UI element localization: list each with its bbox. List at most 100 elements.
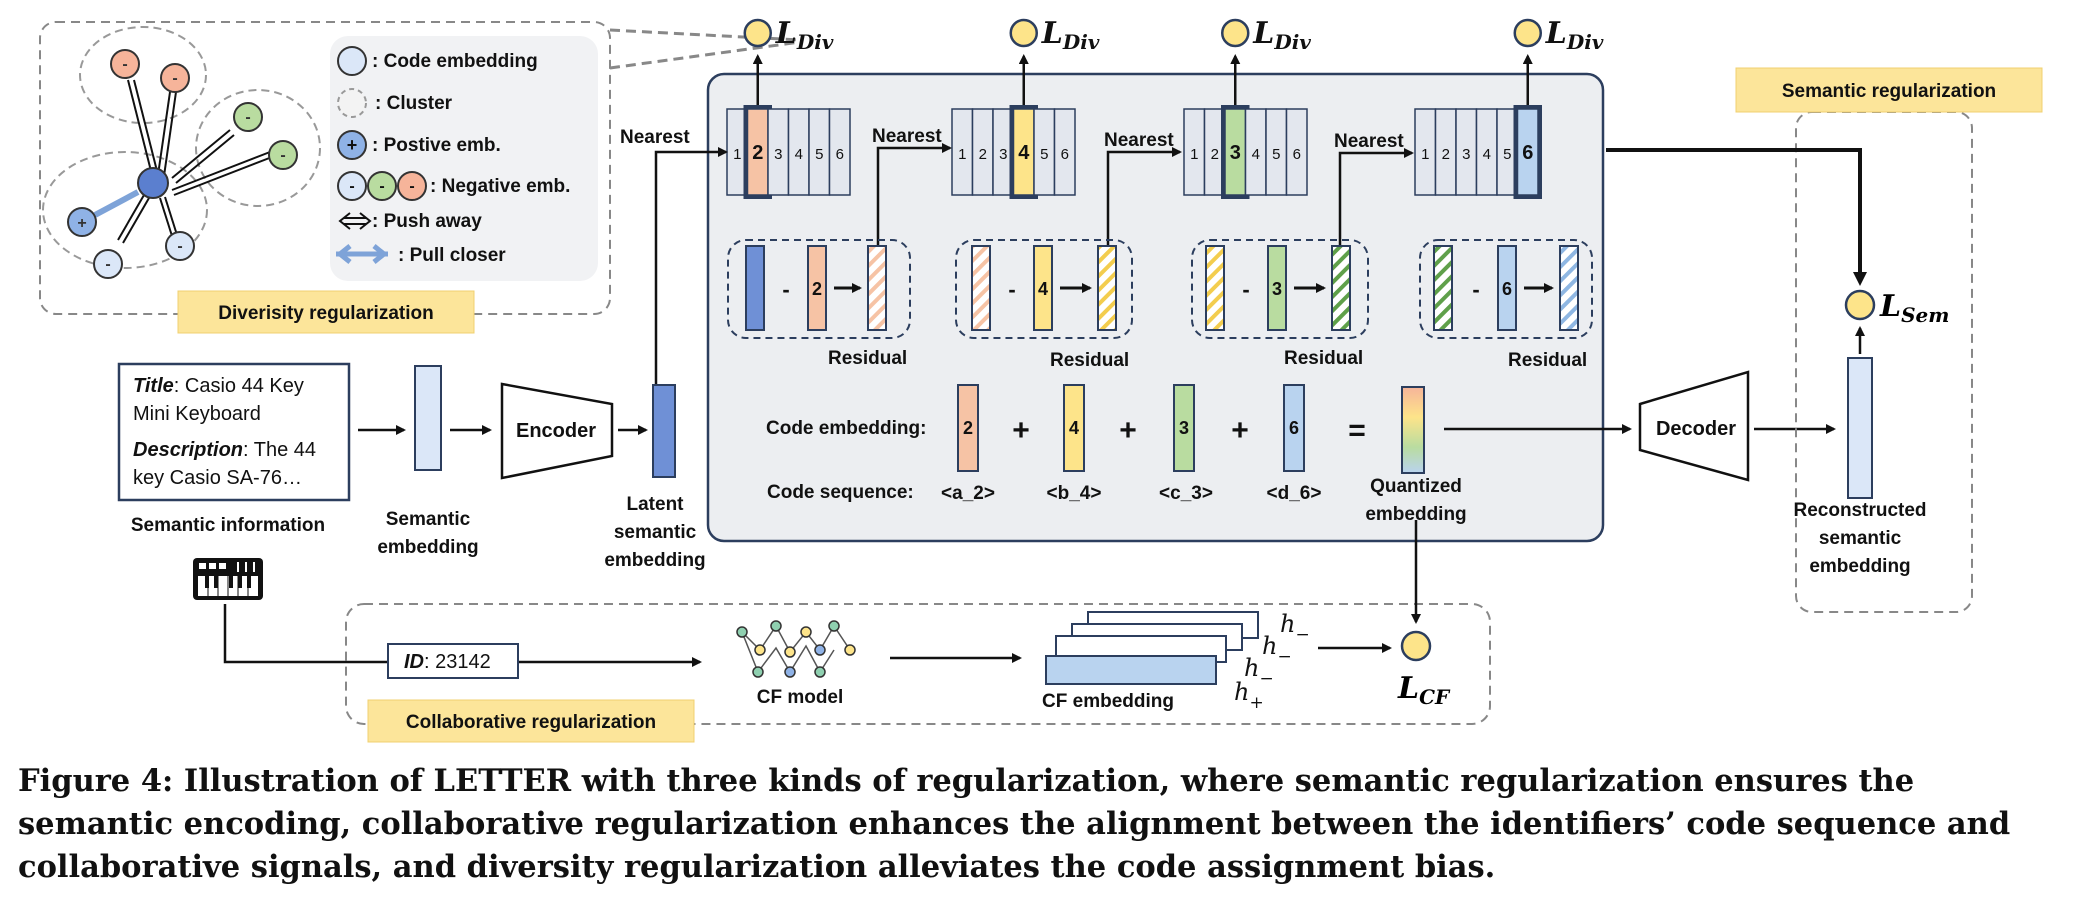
codebook-cell-label: 1 bbox=[1190, 146, 1198, 163]
codebook-cell-label: 4 bbox=[1252, 146, 1260, 163]
plus-2: + bbox=[1119, 414, 1137, 447]
decoder-label: Decoder bbox=[1656, 418, 1736, 440]
diversity-panel: -- -- -- + : Code embedding : Cluster + … bbox=[39, 21, 801, 334]
codebook-selected-outline bbox=[1513, 105, 1542, 199]
residual-code-2: 4 bbox=[1038, 279, 1048, 299]
svg-text:-: - bbox=[172, 70, 177, 87]
codebook-cell-label: 5 bbox=[1503, 146, 1511, 163]
legend-positive: : Postive emb. bbox=[372, 135, 501, 156]
h-neg-1: h− bbox=[1280, 610, 1310, 645]
codebook-cell-label: 3 bbox=[999, 146, 1007, 163]
code-emb-4: 6 bbox=[1289, 418, 1299, 438]
code-seq-2: <b_4> bbox=[1047, 483, 1102, 504]
codebook-cell-label: 1 bbox=[1421, 146, 1429, 163]
codebook-cell-label: 5 bbox=[1040, 146, 1048, 163]
item-description-2: key Casio SA-76… bbox=[133, 467, 302, 489]
semantic-embedding-label-2: embedding bbox=[377, 537, 478, 558]
svg-text:-: - bbox=[409, 178, 414, 195]
loss-div: LDiv bbox=[775, 16, 834, 54]
legend-code-embedding: : Code embedding bbox=[372, 51, 538, 72]
code-embedding-row-label: Code embedding: bbox=[766, 418, 926, 439]
svg-text:+: + bbox=[77, 215, 86, 232]
legend-negative: : Negative emb. bbox=[430, 176, 570, 197]
cf-embedding-label: CF embedding bbox=[1042, 691, 1174, 712]
svg-text:-: - bbox=[280, 147, 285, 164]
loss-div-node bbox=[1513, 18, 1542, 48]
codebook-cell-label: 6 bbox=[1061, 146, 1069, 163]
residual-label-3: Residual bbox=[1284, 348, 1363, 369]
keyboard-icon bbox=[193, 558, 263, 600]
minus-3: - bbox=[1242, 277, 1249, 302]
codebook-cell bbox=[1285, 108, 1308, 196]
codebook-cell bbox=[828, 108, 851, 196]
codebook-cell-label: 5 bbox=[1272, 146, 1280, 163]
loss-div: LDiv bbox=[1041, 16, 1100, 54]
collaborative-panel bbox=[345, 603, 1491, 725]
latent-label-1: Latent bbox=[627, 494, 685, 515]
nearest-label-1: Nearest bbox=[620, 127, 690, 148]
svg-text:-: - bbox=[105, 256, 110, 273]
encoder-shape bbox=[500, 382, 614, 480]
plus-1: + bbox=[1012, 414, 1030, 447]
code-embeddings bbox=[957, 384, 1425, 474]
residual-code-4: 6 bbox=[1502, 279, 1512, 299]
code-seq-4: <d_6> bbox=[1267, 483, 1322, 504]
latent-embedding-bar bbox=[652, 384, 676, 478]
residual-groups bbox=[727, 239, 1593, 339]
quantized-label-1: Quantized bbox=[1370, 476, 1462, 497]
legend-cluster: : Cluster bbox=[375, 93, 453, 114]
letter-diagram: -- -- -- + : Code embedding : Cluster + … bbox=[39, 16, 2043, 743]
semantic-regularization-label: Semantic regularization bbox=[1782, 81, 1996, 102]
code-seq-1: <a_2> bbox=[941, 483, 995, 504]
item-description: Description: The 44 bbox=[133, 439, 316, 461]
h-neg-3: h− bbox=[1244, 654, 1274, 689]
codebook-cell-label: 4 bbox=[1018, 142, 1030, 164]
semantic-embedding-bar bbox=[414, 365, 442, 471]
loss-div-node bbox=[1221, 18, 1250, 48]
svg-text:-: - bbox=[349, 178, 354, 195]
codebook-cell-label: 3 bbox=[1462, 146, 1470, 163]
codebook-cell-label: 2 bbox=[752, 142, 763, 164]
svg-text:-: - bbox=[177, 238, 182, 255]
residual-label-4: Residual bbox=[1508, 350, 1587, 371]
h-pos: h+ bbox=[1234, 678, 1264, 713]
codebook-cell-label: 6 bbox=[1293, 146, 1301, 163]
cf-model-label: CF model bbox=[757, 687, 844, 708]
pull-closer-icon bbox=[335, 244, 389, 264]
latent-label-2: semantic bbox=[614, 522, 697, 543]
item-id: ID: 23142 bbox=[404, 651, 491, 673]
semantic-embedding-label-1: Semantic bbox=[386, 509, 471, 530]
codebook-cell-label: 2 bbox=[979, 146, 987, 163]
nearest-label-2: Nearest bbox=[872, 126, 942, 147]
reconstructed-embedding-bar bbox=[1847, 357, 1873, 499]
code-emb-1: 2 bbox=[963, 418, 973, 438]
codebook-cell-label: 6 bbox=[1522, 142, 1533, 164]
codebook-cell-label: 4 bbox=[1483, 146, 1491, 163]
code-seq-3: <c_3> bbox=[1159, 483, 1213, 504]
quantized-label-2: embedding bbox=[1365, 504, 1466, 525]
latent-label-3: embedding bbox=[604, 550, 705, 571]
codebook-cell-label: 2 bbox=[1442, 146, 1450, 163]
svg-text:-: - bbox=[379, 178, 384, 195]
push-away-icon bbox=[338, 212, 372, 230]
legend-pull: : Pull closer bbox=[398, 245, 506, 266]
loss-div: LDiv bbox=[1252, 16, 1311, 54]
recon-label-1: Reconstructed bbox=[1793, 500, 1926, 521]
nearest-arrows bbox=[654, 143, 1414, 388]
id-box bbox=[387, 643, 519, 679]
loss-sem-node bbox=[1844, 289, 1876, 321]
legend-push: : Push away bbox=[372, 211, 482, 232]
loss-div-node bbox=[743, 18, 772, 48]
svg-text:-: - bbox=[245, 109, 250, 126]
residual-label-2: Residual bbox=[1050, 350, 1129, 371]
h-neg-2: h− bbox=[1262, 632, 1292, 667]
diversity-regularization-label: Diverisity regularization bbox=[218, 303, 433, 324]
cf-embedding-stack bbox=[1045, 611, 1259, 685]
minus-2: - bbox=[1008, 277, 1015, 302]
semantic-information-label: Semantic information bbox=[131, 515, 325, 536]
equals: = bbox=[1348, 414, 1366, 447]
code-sequence-row-label: Code sequence: bbox=[767, 482, 914, 503]
